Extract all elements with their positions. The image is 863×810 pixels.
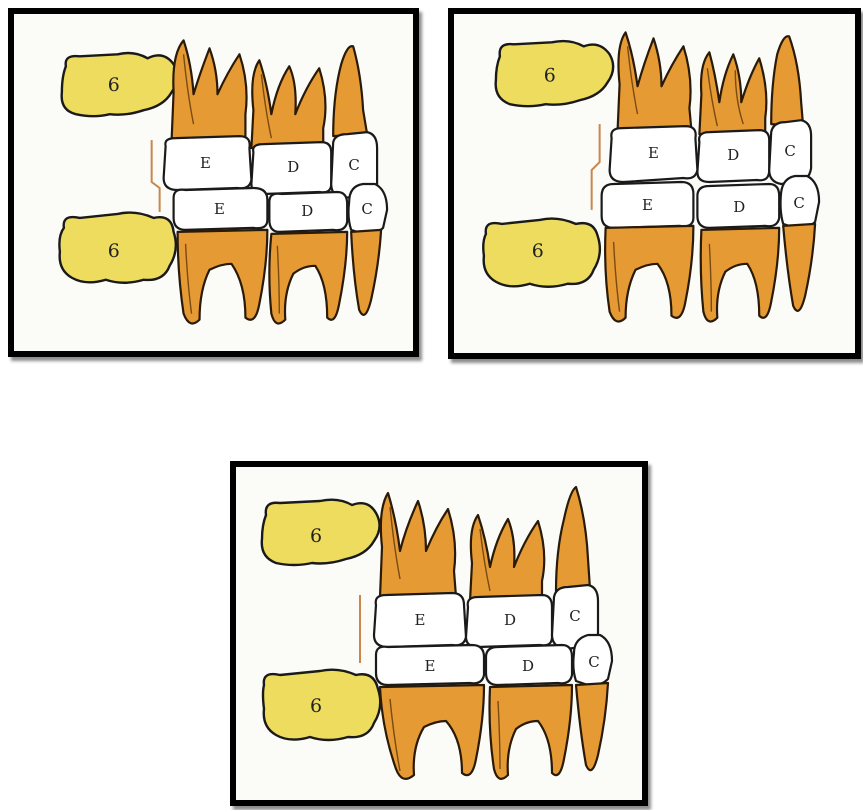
terminal-plane-line: [592, 124, 600, 210]
upper-e-label: E: [415, 611, 426, 629]
upper-c-root: [771, 36, 803, 126]
upper-d-label: D: [504, 611, 516, 629]
diagram-panel-mesial-step: 6 6 E D C E D C: [448, 8, 861, 359]
dentition-diagram: 6 6 E D C E D C: [454, 14, 855, 353]
lower-d-label: D: [522, 657, 534, 675]
lower-c-root: [783, 224, 815, 311]
lower-c-root: [576, 683, 608, 770]
upper-molar-label: 6: [310, 525, 322, 547]
terminal-plane-line: [152, 140, 160, 212]
upper-d-root: [470, 515, 544, 601]
lower-d-label: D: [733, 198, 745, 216]
lower-d-root: [269, 232, 347, 324]
lower-d-label: D: [301, 202, 313, 220]
upper-e-label: E: [200, 154, 211, 172]
upper-c-label: C: [569, 607, 580, 625]
lower-c-label: C: [588, 653, 599, 671]
upper-molar-label: 6: [544, 64, 556, 86]
upper-d-label: D: [287, 158, 299, 176]
lower-e-label: E: [425, 657, 436, 675]
lower-molar-label: 6: [310, 695, 322, 717]
dentition-diagram: 6 6 E D C E D C: [236, 467, 642, 800]
lower-c-root: [351, 230, 381, 315]
lower-e-label: E: [214, 200, 225, 218]
upper-e-root: [618, 32, 692, 130]
lower-c-label: C: [793, 194, 804, 212]
dentition-diagram: 6 6 E D C E D C: [14, 14, 413, 351]
lower-molar-label: 6: [532, 240, 544, 262]
upper-c-label: C: [348, 156, 359, 174]
lower-e-label: E: [642, 196, 653, 214]
upper-c-root: [333, 46, 367, 136]
upper-e-root: [380, 493, 456, 597]
upper-c-root: [556, 487, 590, 591]
upper-d-root: [251, 60, 325, 148]
lower-c-label: C: [361, 200, 372, 218]
upper-e-root: [172, 40, 247, 140]
diagram-panel-flush: 6 6 E D C E D C: [230, 461, 648, 806]
diagram-panel-distal-step: 6 6 E D C E D C: [8, 8, 419, 357]
upper-d-root: [699, 52, 766, 134]
upper-c-label: C: [784, 142, 795, 160]
upper-e-label: E: [648, 144, 659, 162]
lower-d-root: [701, 228, 779, 322]
upper-molar-label: 6: [108, 74, 120, 96]
lower-d-root: [490, 685, 573, 779]
lower-molar-label: 6: [108, 240, 120, 262]
upper-d-label: D: [727, 146, 739, 164]
lower-e-root: [380, 685, 484, 779]
